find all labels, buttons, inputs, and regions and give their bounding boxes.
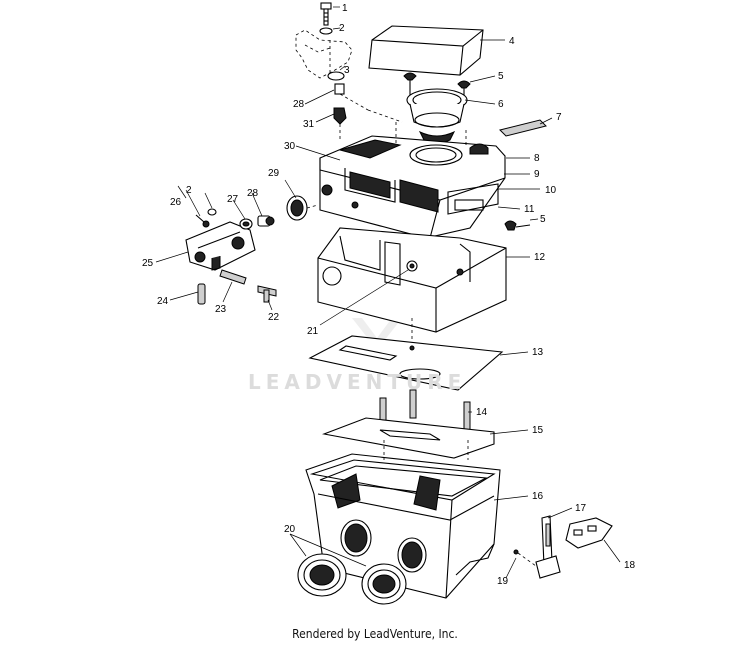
callout-23: 23	[215, 304, 227, 315]
callout-19: 19	[497, 576, 509, 587]
callout-24: 24	[157, 296, 169, 307]
callout-6: 6	[498, 99, 504, 110]
part-fitting-28-top	[334, 83, 403, 123]
watermark-logo	[352, 318, 402, 350]
part-housing-12	[317, 227, 507, 333]
part-pin-5-right	[504, 220, 531, 231]
part-boot-20-left	[297, 553, 347, 597]
callout-29: 29	[268, 168, 280, 179]
part-plate-13	[308, 335, 504, 391]
callout-28-top: 28	[293, 99, 305, 110]
part-tee-22	[257, 285, 277, 303]
watermark-text: LEADVENTURE	[248, 370, 467, 394]
callout-4: 4	[509, 36, 515, 47]
callout-31: 31	[303, 119, 315, 130]
callout-3: 3	[344, 65, 350, 76]
alignment-lines	[383, 122, 469, 460]
part-carburetor-25	[185, 221, 256, 271]
part-filter-ring-6	[406, 88, 468, 144]
callout-25: 25	[142, 258, 154, 269]
callout-15: 15	[532, 425, 544, 436]
callout-5: 5	[498, 71, 504, 82]
callout-2-left: 2	[186, 185, 192, 196]
part-tube-23	[219, 269, 247, 285]
callout-27: 27	[227, 194, 239, 205]
part-washer-2-left	[207, 208, 217, 216]
callout-22: 22	[268, 312, 280, 323]
callout-30: 30	[284, 141, 296, 152]
part-screw-1	[320, 2, 332, 26]
part-elbow-31	[333, 107, 347, 142]
part-gasket-15	[321, 417, 495, 459]
callout-14: 14	[476, 407, 488, 418]
callout-10: 10	[545, 185, 557, 196]
callout-28: 28	[247, 188, 259, 199]
callout-5-right: 5	[540, 214, 546, 225]
part-boot-20-right	[361, 563, 407, 605]
part-grommet-29	[286, 195, 319, 221]
callout-13: 13	[532, 347, 544, 358]
callout-12: 12	[534, 252, 546, 263]
part-bracket-3	[295, 29, 353, 81]
part-housing-top	[319, 135, 506, 239]
callout-20: 20	[284, 524, 296, 535]
part-bracket-18	[565, 517, 613, 549]
callout-9: 9	[534, 169, 540, 180]
part-screw-19	[513, 549, 537, 567]
leader-lines	[155, 6, 621, 579]
callout-2: 2	[339, 23, 345, 34]
callout-8: 8	[534, 153, 540, 164]
part-studs-14	[379, 389, 471, 441]
callout-21: 21	[307, 326, 319, 337]
part-tube-24	[197, 283, 206, 305]
callout-26: 26	[170, 197, 182, 208]
part-clip-17	[535, 515, 561, 579]
part-washer-2	[319, 27, 333, 35]
part-screw-26	[195, 214, 210, 228]
callout-labels: 1 2 3 4 5 6 7 8 9 10 11 12 13 14 15 16 1…	[142, 3, 636, 587]
part-strip-7	[499, 119, 547, 137]
part-fitting-28-left	[257, 215, 275, 227]
part-airbox-base-16	[305, 453, 501, 599]
callout-11: 11	[524, 204, 535, 215]
part-foam-block-4	[368, 25, 484, 76]
part-gasket-27	[239, 218, 253, 230]
callout-16: 16	[532, 491, 544, 502]
footer-credit: Rendered by LeadVenture, Inc.	[292, 627, 458, 641]
callout-1: 1	[342, 3, 348, 14]
callout-7: 7	[556, 112, 562, 123]
callout-18: 18	[624, 560, 636, 571]
callout-17: 17	[575, 503, 587, 514]
